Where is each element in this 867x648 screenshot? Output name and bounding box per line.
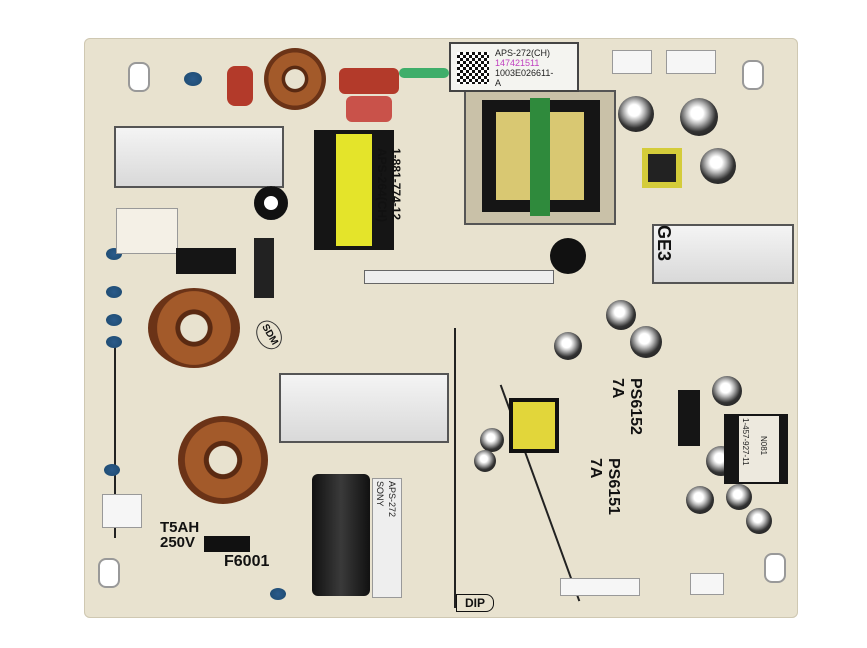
trace xyxy=(114,338,116,538)
heatsink xyxy=(364,270,554,284)
inductor xyxy=(399,68,449,78)
electrolytic-capacitor xyxy=(726,484,752,510)
mounting-hole xyxy=(98,558,120,588)
ps6152-rating: 7A xyxy=(609,378,626,399)
fuse-ref: F6001 xyxy=(224,553,270,570)
small-transformer-label: 1-457-927-11 N081 xyxy=(739,416,779,482)
y-capacitor xyxy=(184,72,202,86)
circuit-board: 1-881-774-12 APS-264(CH) APS-272(CH) 147… xyxy=(84,38,798,618)
datamatrix-code xyxy=(457,52,489,84)
connector xyxy=(690,573,724,595)
electrolytic-capacitor xyxy=(474,450,496,472)
mounting-hole xyxy=(128,62,150,92)
transformer-part: 1-881-774-12 xyxy=(389,148,403,221)
y-capacitor xyxy=(106,314,122,326)
silkscreen-ps6152: PS6152 7A xyxy=(608,378,644,435)
electrolytic-capacitor xyxy=(712,376,742,406)
film-capacitor xyxy=(227,66,253,106)
bulk-capacitor-label: SONY APS-272 xyxy=(372,478,402,598)
connector xyxy=(612,50,652,74)
fuse-rating-voltage: 250V xyxy=(160,534,196,551)
dip-marker: DIP xyxy=(456,594,495,612)
small-transformer-code: N081 xyxy=(759,436,768,456)
main-transformer-tape xyxy=(530,98,550,216)
ps6151-rating: 7A xyxy=(587,458,604,479)
ps6151-label: PS6151 xyxy=(605,458,622,515)
silkscreen-ge: GE3 xyxy=(654,224,675,262)
toroid-coil xyxy=(148,288,240,368)
electrolytic-capacitor xyxy=(680,98,718,136)
label-code: 1003E026611- xyxy=(495,68,554,78)
y-capacitor xyxy=(104,464,120,476)
electrolytic-capacitor xyxy=(480,428,504,452)
toroid-coil xyxy=(264,48,326,110)
sdm-marker: SDM xyxy=(251,315,288,355)
thermistor-block xyxy=(116,208,178,254)
electrolytic-capacitor xyxy=(606,300,636,330)
fuse xyxy=(204,536,250,552)
heatsink xyxy=(114,126,284,188)
hole xyxy=(550,238,586,274)
heatsink xyxy=(279,373,449,443)
heatsink xyxy=(652,224,794,284)
electrolytic-capacitor xyxy=(700,148,736,184)
capacitor-model: APS-272 xyxy=(387,481,397,518)
y-capacitor xyxy=(270,588,286,600)
mounting-hole xyxy=(764,553,786,583)
toroid-coil xyxy=(178,416,268,504)
bridge-rectifier xyxy=(176,248,236,274)
connector xyxy=(254,238,274,298)
transformer xyxy=(509,398,559,453)
silkscreen-ps6151: PS6151 7A xyxy=(586,458,622,515)
connector xyxy=(666,50,716,74)
transformer-model: APS-264(CH) xyxy=(375,148,389,223)
transformer-winding xyxy=(336,134,372,246)
label-serial: 147421511 xyxy=(495,58,540,68)
y-capacitor xyxy=(106,286,122,298)
mounting-hole xyxy=(742,60,764,90)
ps6152-label: PS6152 xyxy=(627,378,644,435)
film-capacitor xyxy=(339,68,399,94)
trace xyxy=(454,328,456,608)
electrolytic-capacitor xyxy=(630,326,662,358)
bulk-capacitor xyxy=(312,474,370,596)
connector xyxy=(560,578,640,596)
label-sticker: APS-272(CH) 147421511 1003E026611- A xyxy=(449,42,579,92)
capacitor-brand: SONY xyxy=(375,481,385,507)
film-capacitor xyxy=(346,96,392,122)
y-capacitor xyxy=(106,336,122,348)
label-rev: A xyxy=(495,78,502,88)
fuse-rating: T5AH 250V xyxy=(160,520,199,550)
electrolytic-capacitor xyxy=(686,486,714,514)
transformer-marking: 1-881-774-12 APS-264(CH) xyxy=(375,148,403,288)
ic-chip xyxy=(678,390,700,446)
small-transformer-part: 1-457-927-11 xyxy=(741,418,750,466)
inductor xyxy=(642,148,682,188)
fuse-rating-current: T5AH xyxy=(160,519,200,536)
label-model: APS-272(CH) xyxy=(495,48,551,58)
hole xyxy=(254,186,288,220)
electrolytic-capacitor xyxy=(746,508,772,534)
connector xyxy=(102,494,142,528)
electrolytic-capacitor xyxy=(554,332,582,360)
electrolytic-capacitor xyxy=(618,96,654,132)
